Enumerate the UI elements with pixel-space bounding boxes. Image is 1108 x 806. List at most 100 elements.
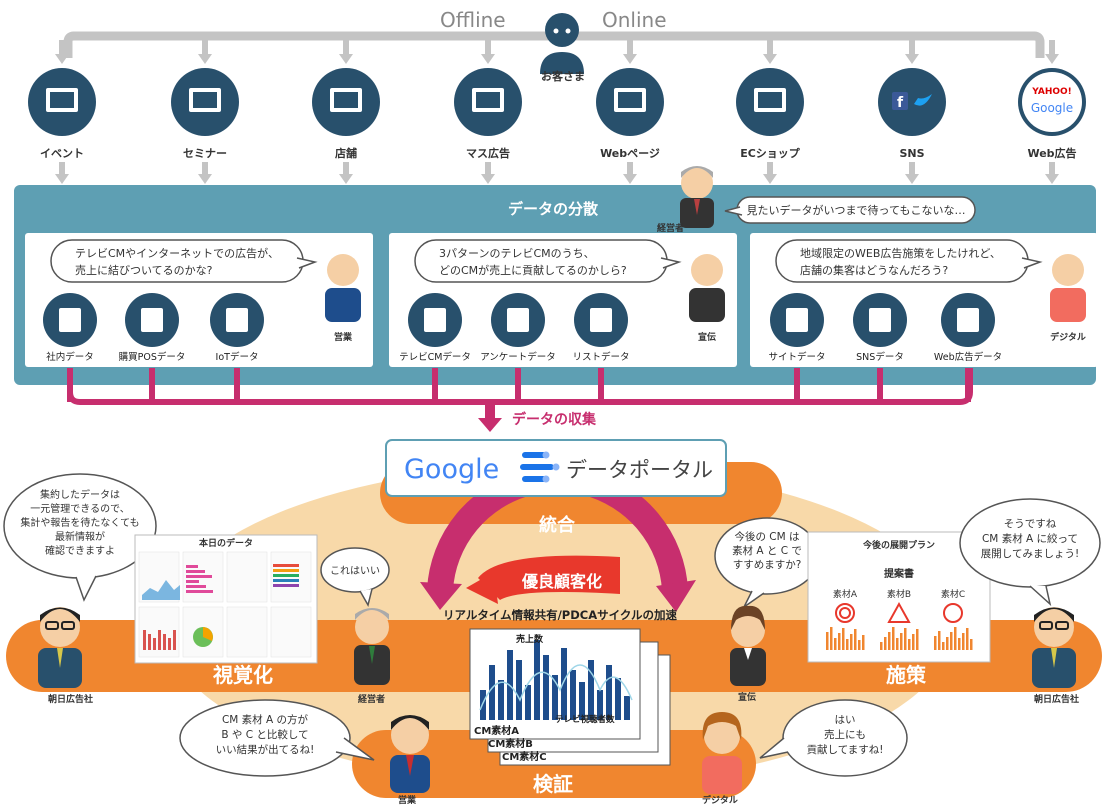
chart-bar <box>561 648 567 720</box>
plan-bar <box>950 632 953 650</box>
mass-ad-icon: マス広告 <box>454 68 522 160</box>
svg-text:提案書: 提案書 <box>884 567 914 580</box>
digital-figure <box>702 712 742 794</box>
data-source-label: IoTデータ <box>216 351 259 363</box>
dashboard-widget <box>226 606 268 658</box>
bubble-line: 今後の CM は <box>734 530 799 543</box>
dispersion-panel: 3パターンのテレビCMのうち、どのCMが売上に貢献してるのかしら? 宣伝テレビCM… <box>389 233 737 367</box>
plan-bar <box>970 639 973 650</box>
chart-bar <box>525 685 531 720</box>
bubble-line: そうですね <box>1004 518 1057 530</box>
ec-shop-icon: ECショップ <box>736 68 804 160</box>
channel-label: SNS <box>899 147 924 160</box>
chart-bar <box>516 660 522 720</box>
offline-label: Offline <box>440 8 506 32</box>
channel-label: Web広告 <box>1027 146 1076 160</box>
dashboard-widget <box>182 606 224 658</box>
customer-label: お客さま <box>541 69 585 83</box>
data-source-label: Web広告データ <box>934 351 1002 363</box>
chart-bar <box>588 660 594 720</box>
plan-bar <box>884 637 887 650</box>
plan-bar <box>908 639 911 650</box>
bubble-line: 最新情報が <box>55 530 105 543</box>
portal-label: データポータル <box>566 458 713 482</box>
svg-text:3パターンのテレビCMのうち、: 3パターンのテレビCMのうち、 <box>439 247 595 260</box>
bubble-line: いい結果が出てるね! <box>216 743 315 756</box>
chart-bar <box>552 675 558 720</box>
google-small-logo: Google <box>1031 101 1073 115</box>
promo-label-right: 宣伝 <box>738 691 756 703</box>
exec-label-2: 経営者 <box>358 693 385 705</box>
plan-bar <box>962 633 965 650</box>
channel-label: マス広告 <box>466 146 510 160</box>
dispersion-panel: 地域限定のWEB広告施策をしたけれど、店舗の集客はどうなんだろう?デジタルサイト… <box>750 233 1098 367</box>
online-label: Online <box>602 8 667 32</box>
plan-bar <box>880 642 883 650</box>
plan-bar <box>912 634 915 650</box>
plan-bar <box>858 640 861 650</box>
svg-text:見たいデータがいつまで待ってもこないな…: 見たいデータがいつまで待ってもこないな… <box>747 203 966 217</box>
exec-label: 経営者 <box>657 222 684 234</box>
chart-bar <box>606 665 612 720</box>
person-label: 宣伝 <box>698 331 716 343</box>
plan-bar <box>934 636 937 650</box>
data-source-label: テレビCMデータ <box>399 351 471 363</box>
chart-bar <box>489 665 495 720</box>
plan-bar <box>888 632 891 650</box>
plan-bar <box>958 638 961 650</box>
right-agency-label: 朝日広告社 <box>1034 693 1079 705</box>
dashboard-widget <box>226 551 268 603</box>
measure-label: 施策 <box>886 663 927 687</box>
plan-bar <box>892 627 895 650</box>
chart-bar <box>624 696 630 720</box>
bubble-line: B や C と比較して <box>221 728 308 741</box>
event-icon: イベント <box>28 68 96 160</box>
exec-bubble-2: これはいい <box>320 547 390 607</box>
speed-label: リアルタイム情報共有/PDCAサイクルの加速 <box>443 608 678 622</box>
dispersion-panel: テレビCMやインターネットでの広告が、売上に結びついてるのかな?営業社内データ購… <box>25 233 373 367</box>
verify-label: 検証 <box>533 772 573 796</box>
plan-bar <box>900 633 903 650</box>
integrate-label: 統合 <box>539 514 576 536</box>
data-source-label: サイトデータ <box>768 351 825 363</box>
svg-text:素材C: 素材C <box>941 588 965 600</box>
data-source-label: SNSデータ <box>856 351 904 363</box>
bubble-line: 一元管理できるので、 <box>30 502 129 515</box>
plan-bar <box>896 638 899 650</box>
svg-text:地域限定のWEB広告施策をしたけれど、: 地域限定のWEB広告施策をしたけれど、 <box>800 246 1001 260</box>
chart-bar <box>597 690 603 720</box>
bubble-line: CM 素材 A に絞って <box>982 532 1078 545</box>
svg-text:今後の展開プラン: 今後の展開プラン <box>862 539 935 551</box>
sales-figure <box>390 715 430 793</box>
dispersion-title: データの分散 <box>508 200 599 218</box>
plan-bar <box>862 635 865 650</box>
plan-bar <box>830 627 833 650</box>
channel-label: イベント <box>40 147 84 160</box>
svg-text:これはいい: これはいい <box>330 565 380 577</box>
svg-text:素材A: 素材A <box>833 588 858 600</box>
chart-bar <box>570 670 576 720</box>
person-label: 営業 <box>334 331 353 343</box>
svg-text:どのCMが売上に貢献してるのかしら?: どのCMが売上に貢献してるのかしら? <box>439 263 627 277</box>
dashboard-panel: 本日のデータ <box>134 534 318 664</box>
plan-bar <box>846 639 849 650</box>
plan-bar <box>966 628 969 650</box>
data-studio-icon <box>520 451 560 483</box>
data-source-label: 社内データ <box>46 351 94 363</box>
data-source-label: 購買POSデータ <box>119 351 186 363</box>
svg-text:CM素材A: CM素材A <box>474 724 519 737</box>
exec-figure-2 <box>354 608 390 685</box>
cm-chart-cards: 売上数 テレビ視聴者数 CM素材A CM素材B CM素材C <box>469 628 671 766</box>
chart-bar <box>480 690 486 720</box>
bubble-line: 確認できますよ <box>45 544 115 557</box>
seminar-icon: セミナー <box>171 68 239 160</box>
plan-bar <box>916 629 919 650</box>
left-agency-person <box>38 607 82 688</box>
collection-lines <box>67 368 973 432</box>
data-source-label: アンケートデータ <box>480 351 556 363</box>
